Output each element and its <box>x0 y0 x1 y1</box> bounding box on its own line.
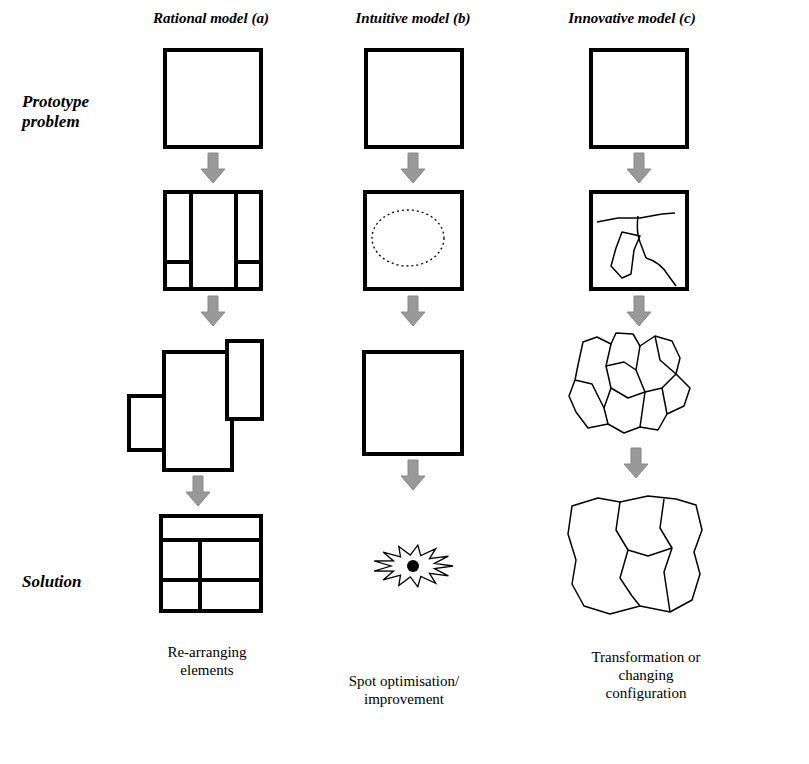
spot-box <box>365 192 462 289</box>
process-arrows <box>186 153 651 506</box>
plain-box <box>364 352 462 454</box>
problem-box <box>366 50 462 147</box>
spot-ellipse <box>372 210 444 266</box>
burst-outline <box>374 545 453 587</box>
column-header: Innovative model (c) <box>537 10 727 27</box>
fragment-cluster <box>569 333 690 433</box>
row-label: Solution <box>22 572 117 592</box>
solution-box <box>161 516 261 611</box>
crack-box <box>591 192 687 289</box>
transformed-shape <box>568 496 702 614</box>
burst-dot <box>407 560 419 572</box>
column-header: Rational model (a) <box>121 10 301 27</box>
split-box <box>165 192 261 289</box>
column-header: Intuitive model (b) <box>323 10 503 27</box>
spot-burst <box>374 545 453 587</box>
caption: Spot optimisation/ improvement <box>329 672 479 708</box>
caption: Transformation or changing configuration <box>584 648 709 702</box>
arranged-box <box>164 352 232 470</box>
problem-box <box>591 50 687 147</box>
row-label: Prototype problem <box>22 92 117 132</box>
caption: Re-arranging elements <box>150 643 265 679</box>
problem-box <box>165 50 261 147</box>
